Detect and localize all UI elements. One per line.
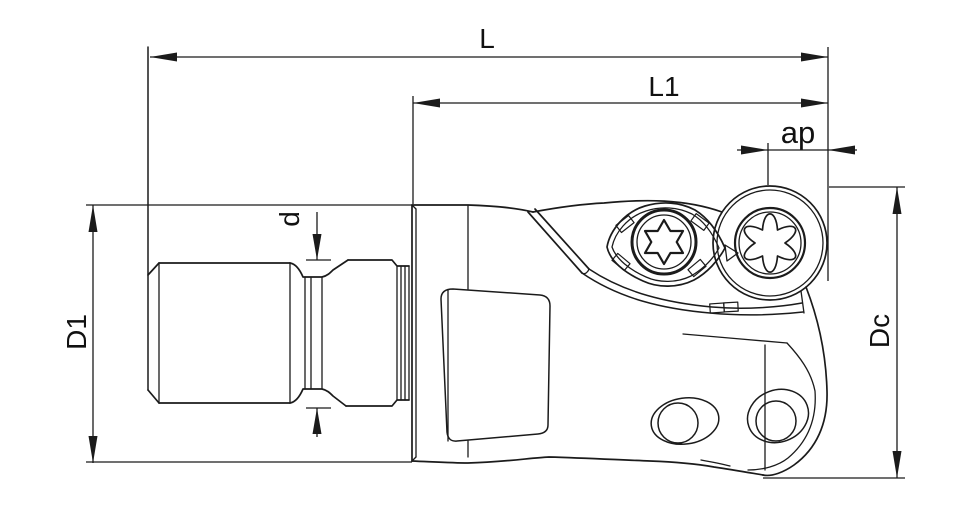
- tool-body: [411, 199, 764, 476]
- star-screw-icon: [630, 208, 698, 276]
- mounting-hole-left: [650, 396, 720, 446]
- side-insert: [606, 202, 739, 287]
- dimensions: L L1 ap d D1: [61, 23, 905, 479]
- dimension-cutting-diameter: Dc: [864, 187, 902, 478]
- shank-collar: [345, 259, 410, 407]
- shank-neck-groove: [289, 259, 349, 407]
- tool-geometry: [147, 46, 828, 477]
- dimension-label-L: L: [479, 23, 495, 54]
- dimension-overall-length: L: [150, 23, 828, 62]
- shank-thread: [147, 46, 291, 404]
- dimension-functional-length: L1: [413, 71, 828, 108]
- insert-pocket-shelf: [588, 268, 803, 309]
- wrench-flat-window: [440, 288, 551, 442]
- dimension-depth-of-cut: ap: [737, 115, 857, 155]
- dimension-label-L1: L1: [648, 71, 679, 102]
- insert-corner-tip: [724, 244, 739, 262]
- dimension-label-ap: ap: [781, 115, 815, 150]
- dimension-label-D1: D1: [61, 314, 92, 350]
- mounting-hole-right: [746, 388, 810, 444]
- dimension-neck-diameter: d: [274, 211, 322, 437]
- cutter-head-edges: [527, 208, 828, 477]
- round-insert: [712, 185, 828, 301]
- dimension-label-Dc: Dc: [864, 314, 895, 348]
- extension-lines: [86, 47, 905, 479]
- cutting-edge-profile: [762, 286, 828, 477]
- dimension-label-d: d: [274, 211, 305, 227]
- torx-screw-icon: [733, 206, 807, 280]
- dimension-shank-diameter: D1: [61, 205, 98, 463]
